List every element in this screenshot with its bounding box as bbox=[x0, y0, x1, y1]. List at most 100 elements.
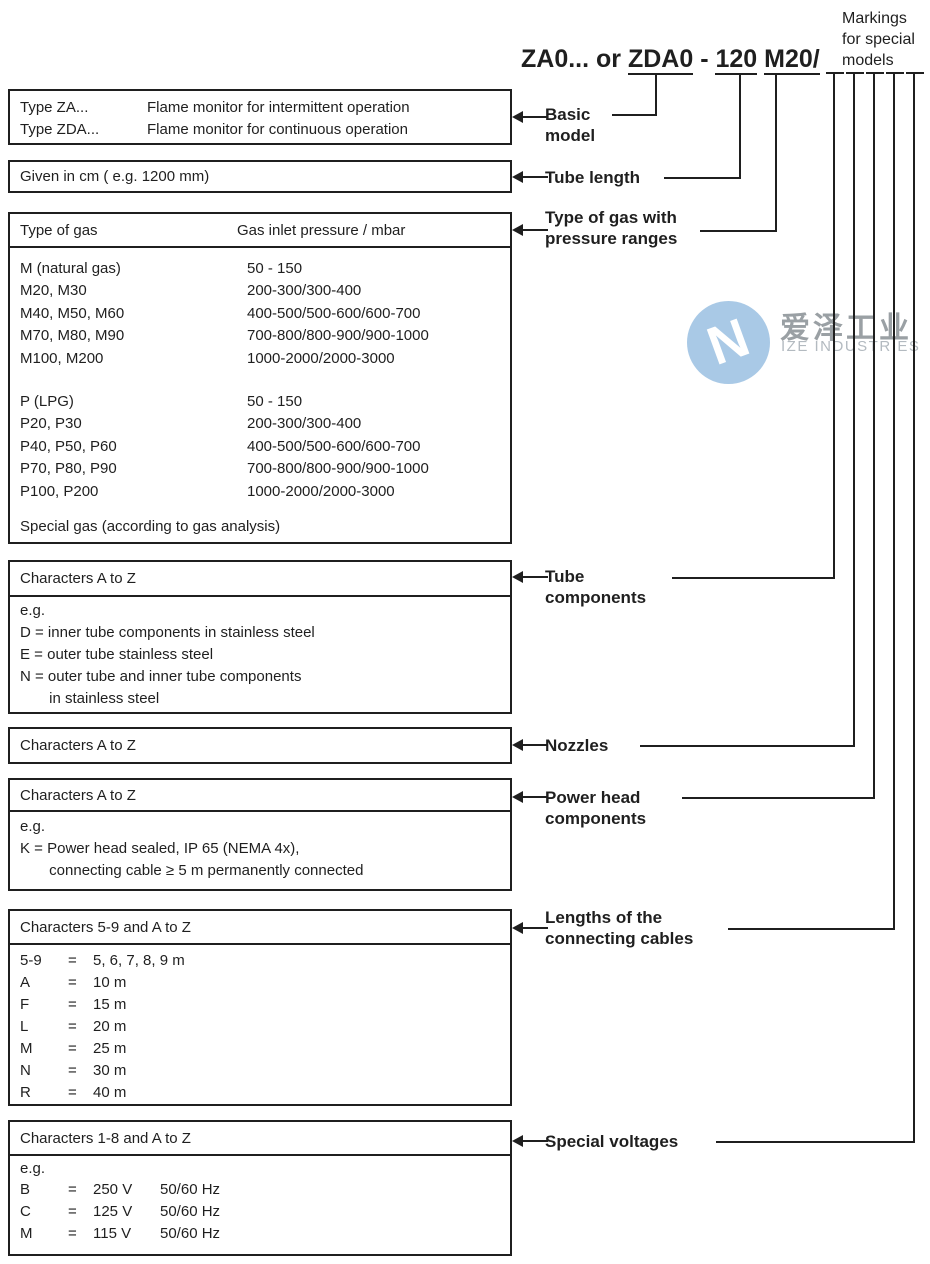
marking-tick-3 bbox=[866, 72, 884, 74]
power-head-examples: e.g. K = Power head sealed, IP 65 (NEMA 4… bbox=[10, 812, 510, 882]
cell: = bbox=[68, 996, 77, 1013]
gas-special-note: Special gas (according to gas analysis) bbox=[20, 518, 281, 536]
cell: M20, M30 bbox=[20, 282, 87, 300]
box-power-head: Characters A to Z e.g.K = Power head sea… bbox=[8, 778, 512, 891]
basic-model-rows: Type ZA...Flame monitor for intermittent… bbox=[10, 91, 510, 141]
elbow-cable-lengths bbox=[728, 928, 895, 930]
arrow-nozzles bbox=[512, 739, 548, 751]
example-line: in stainless steel bbox=[20, 690, 160, 707]
cell: = bbox=[68, 1062, 77, 1079]
label-type-of-gas: Type of gas with pressure ranges bbox=[545, 207, 677, 249]
code-segment-underlined: M20/ bbox=[764, 45, 820, 75]
cell: M (natural gas) bbox=[20, 260, 121, 277]
special-voltages-header: Characters 1-8 and A to Z bbox=[10, 1122, 510, 1156]
cell: 50/60 Hz bbox=[160, 1181, 221, 1198]
box-tube-length: Given in cm ( e.g. 1200 mm) bbox=[8, 160, 512, 193]
cell: = bbox=[68, 1225, 77, 1242]
elbow-tube-length bbox=[664, 177, 741, 179]
markings-for-special-models-note: Markings for special models bbox=[842, 8, 915, 71]
cell: 400-500/500-600/600-700 bbox=[247, 304, 421, 322]
elbow-basic bbox=[612, 114, 657, 116]
label-line: Power head bbox=[545, 788, 641, 807]
connector-tube-length-vertical bbox=[739, 74, 741, 179]
cell: 1000-2000/2000-3000 bbox=[247, 349, 395, 367]
connector-gas-vertical bbox=[775, 74, 777, 232]
cell: M70, M80, M90 bbox=[20, 327, 125, 345]
marking-tick-2 bbox=[846, 72, 864, 74]
gas-table-header: Type of gas Gas inlet pressure / mbar bbox=[10, 214, 510, 248]
elbow-tube-components bbox=[672, 577, 835, 579]
code-segment-underlined: 120 bbox=[715, 45, 758, 75]
cable-lengths-header: Characters 5-9 and A to Z bbox=[10, 911, 510, 945]
box-gas-table: Type of gas Gas inlet pressure / mbar M … bbox=[8, 212, 512, 544]
cell: 125 V bbox=[93, 1203, 133, 1220]
cell: = bbox=[68, 1040, 77, 1057]
cell: = bbox=[68, 1181, 77, 1198]
cell: L bbox=[20, 1018, 29, 1035]
example-line: e.g. bbox=[20, 818, 46, 835]
watermark-company-name-cn: 爱泽工业 bbox=[780, 312, 912, 345]
tube-length-text: Given in cm ( e.g. 1200 mm) bbox=[20, 168, 210, 185]
cell: A bbox=[20, 974, 31, 991]
example-line: e.g. bbox=[20, 602, 46, 619]
label-line: pressure ranges bbox=[545, 229, 678, 248]
cell: 25 m bbox=[93, 1040, 127, 1057]
special-voltages-eg: e.g. bbox=[20, 1160, 46, 1177]
cell: R bbox=[20, 1084, 31, 1101]
cell: 1000-2000/2000-3000 bbox=[247, 482, 395, 500]
cell: 50/60 Hz bbox=[160, 1203, 221, 1220]
label-line: Type of gas with bbox=[545, 208, 677, 227]
label-line: Tube bbox=[545, 567, 585, 586]
cell: = bbox=[68, 1084, 77, 1101]
cell: P (LPG) bbox=[20, 393, 74, 411]
cell: P40, P50, P60 bbox=[20, 437, 117, 455]
box-tube-components: Characters A to Z e.g.D = inner tube com… bbox=[8, 560, 512, 714]
cell: 5, 6, 7, 8, 9 m bbox=[93, 952, 185, 969]
cell: 50 - 150 bbox=[247, 393, 303, 411]
marking-tick-5 bbox=[906, 72, 924, 74]
cell: P70, P80, P90 bbox=[20, 460, 117, 478]
markings-note-line: for special bbox=[842, 31, 915, 48]
connector-power-head-vertical bbox=[873, 74, 875, 799]
gas-header-type: Type of gas bbox=[20, 221, 98, 239]
label-tube-length: Tube length bbox=[545, 167, 640, 188]
elbow-gas bbox=[700, 230, 777, 232]
example-line: K = Power head sealed, IP 65 (NEMA 4x), bbox=[20, 840, 300, 857]
label-line: components bbox=[545, 809, 647, 828]
cell: 5-9 bbox=[20, 952, 42, 969]
elbow-nozzles bbox=[640, 745, 855, 747]
cell: Flame monitor for intermittent operation bbox=[147, 99, 410, 116]
label-nozzles: Nozzles bbox=[545, 735, 608, 756]
cell: = bbox=[68, 952, 77, 969]
cell: 200-300/300-400 bbox=[247, 415, 362, 433]
nozzles-text: Characters A to Z bbox=[20, 737, 136, 754]
cell: P100, P200 bbox=[20, 482, 99, 500]
marking-tick-4 bbox=[886, 72, 904, 74]
connector-tube-components-vertical bbox=[833, 74, 835, 579]
arrow-type-of-gas bbox=[512, 224, 548, 236]
cell: 15 m bbox=[93, 996, 127, 1013]
cell: = bbox=[68, 1018, 77, 1035]
cell: Flame monitor for continuous operation bbox=[147, 121, 408, 138]
connector-nozzles-vertical bbox=[853, 74, 855, 747]
example-line: E = outer tube stainless steel bbox=[20, 646, 214, 663]
cell: M bbox=[20, 1040, 33, 1057]
label-line: Tube length bbox=[545, 168, 641, 187]
box-basic-model: Type ZA...Flame monitor for intermittent… bbox=[8, 89, 512, 145]
cell: 40 m bbox=[93, 1084, 127, 1101]
watermark: N 爱泽工业 IZE INDUSTRIES bbox=[687, 301, 919, 389]
cell: 400-500/500-600/600-700 bbox=[247, 437, 421, 455]
tube-components-examples: e.g.D = inner tube components in stainle… bbox=[10, 597, 510, 710]
arrow-cable-lengths bbox=[512, 922, 548, 934]
cell: M bbox=[20, 1225, 33, 1242]
markings-note-line: Markings bbox=[842, 10, 907, 27]
code-segment: ZA0... or bbox=[521, 45, 628, 73]
markings-note-line: models bbox=[842, 52, 894, 69]
